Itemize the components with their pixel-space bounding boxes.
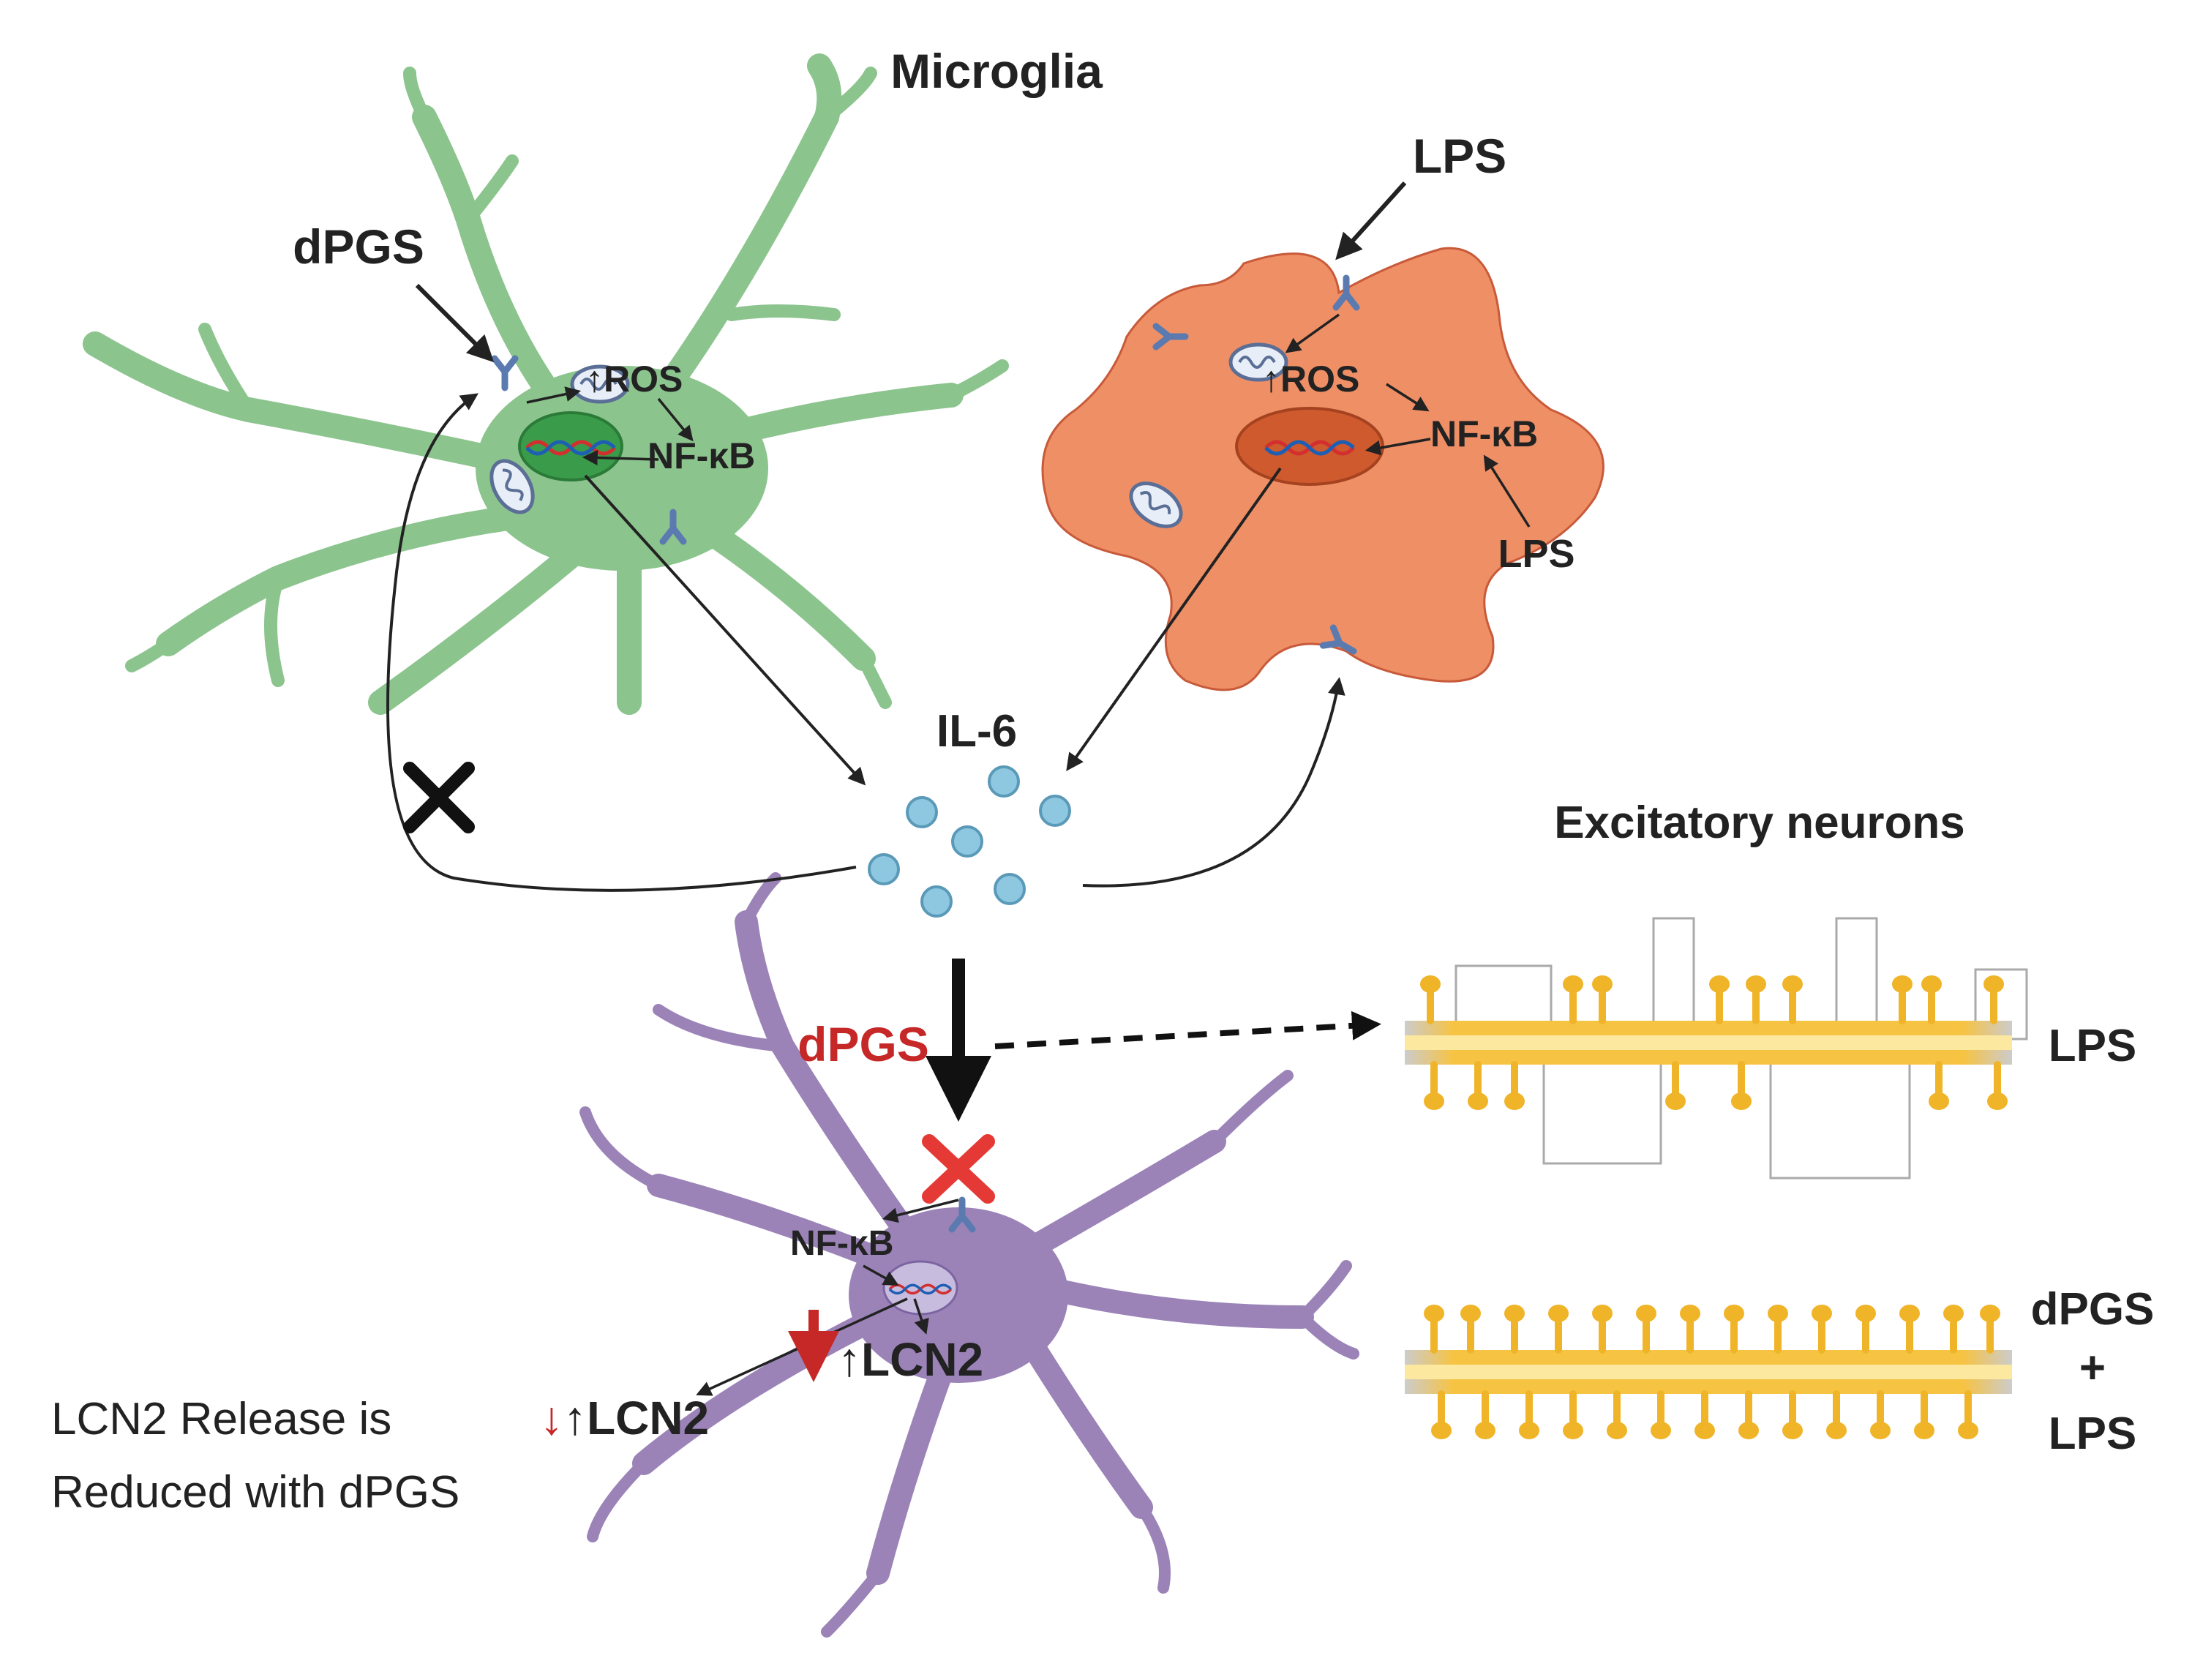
green-microglia-cell <box>83 53 1009 715</box>
il6-label: IL-6 <box>937 706 1017 757</box>
neuron-dpgs-lps-axon <box>1405 1305 2012 1439</box>
lcn2-up-label: ↑LCN2 <box>838 1333 983 1386</box>
nfkb-purple-label: NF-κB <box>790 1224 893 1263</box>
lcn2-left-label: ↓↑LCN2 <box>540 1392 709 1444</box>
microglia-title: Microglia <box>890 44 1103 98</box>
lps-right-label: LPS <box>1498 532 1574 576</box>
release-note-line-2: Reduced with dPGS <box>51 1467 459 1518</box>
pathway-arrows <box>386 181 1531 1396</box>
neuron-combo-label-2: + <box>2079 1343 2106 1393</box>
release-note-line-1: LCN2 Release is <box>51 1394 391 1444</box>
orange-microglia-cell <box>1041 247 1604 691</box>
il6-particle-icon <box>868 765 1071 918</box>
excitatory-neurons-title: Excitatory neurons <box>1554 798 1965 848</box>
dpgs-top-label: dPGS <box>293 220 424 274</box>
neuron-combo-label-1: dPGS <box>2031 1284 2155 1335</box>
nfkb-green-label: NF-κB <box>648 435 755 476</box>
neuron-combo-label-3: LPS <box>2049 1409 2137 1459</box>
neuron-lps-label: LPS <box>2049 1021 2137 1071</box>
ros-orange-label: ↑ROS <box>1262 359 1359 400</box>
dpgs-red-label: dPGS <box>797 1017 929 1071</box>
lps-top-label: LPS <box>1413 129 1506 183</box>
ros-green-label: ↑ROS <box>585 359 683 400</box>
nfkb-orange-label: NF-κB <box>1430 413 1538 454</box>
purple-astrocyte-cell <box>579 872 1359 1638</box>
inhibit-x-icon <box>403 762 995 1204</box>
neuron-lps-axon <box>1405 917 2028 1180</box>
